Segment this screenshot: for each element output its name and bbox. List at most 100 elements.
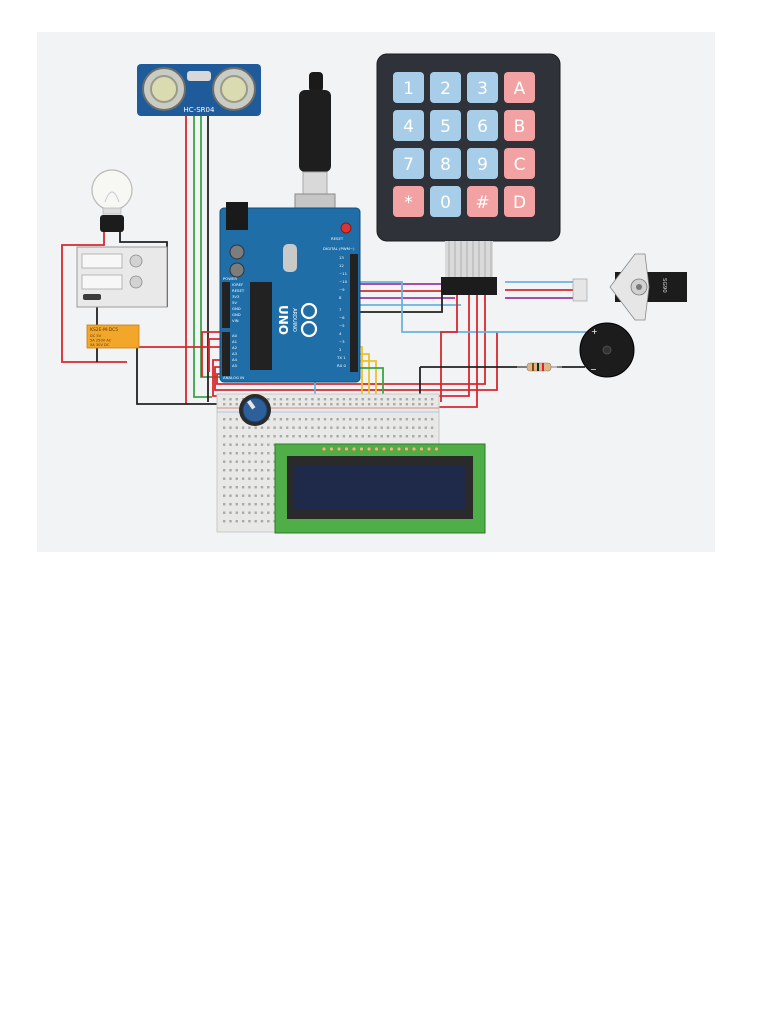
wire-keypad-r2	[427, 294, 478, 408]
keypad-key-0[interactable]: 1	[393, 72, 424, 103]
keypad-key-10[interactable]: 9	[467, 148, 498, 179]
wire-a0	[201, 331, 220, 377]
pin-label-d13: 13	[339, 255, 344, 260]
digital-header	[350, 254, 358, 372]
pin-label-ioref: IOREF	[232, 282, 243, 287]
lcd-pins	[321, 446, 439, 452]
lcd-display	[274, 443, 486, 534]
keypad-key-7[interactable]: B	[504, 110, 535, 141]
keypad-key-label: 6	[477, 117, 488, 137]
keypad-key-label: 3	[477, 79, 488, 99]
pin-label-d3: ~3	[339, 339, 345, 344]
keypad-key-label: 2	[440, 79, 451, 99]
reset-label: RESET	[331, 236, 344, 241]
keypad-key-6[interactable]: 6	[467, 110, 498, 141]
wire-d9-keypad	[359, 282, 443, 313]
resistor	[517, 362, 562, 372]
keypad-key-label: 4	[403, 117, 414, 137]
keypad-key-label: #	[475, 193, 489, 213]
servo-motor: SG90	[572, 253, 687, 321]
wire-resistor	[419, 366, 585, 407]
power-label: POWER	[223, 276, 237, 281]
keypad-key-11[interactable]: C	[504, 148, 535, 179]
wire-a1	[208, 338, 220, 372]
pin-label-3v3: 3V3	[232, 294, 240, 299]
keypad-key-4[interactable]: 4	[393, 110, 424, 141]
buzzer-plus-label: +	[591, 327, 598, 336]
pin-label-d8: 8	[339, 295, 342, 300]
digital-label: DIGITAL (PWM~)	[323, 246, 355, 251]
arduino-uno: IOREF RESET 3V3 5V GND GND VIN A0 A1 A2 …	[219, 202, 361, 383]
pin-label-d2: 2	[339, 347, 342, 352]
pin-label-gnd-1: GND	[232, 306, 241, 311]
keypad-key-13[interactable]: 0	[430, 186, 461, 217]
wire-bulb-relay	[61, 232, 127, 363]
pin-label-a0: A0	[232, 333, 238, 338]
wire-a5-power	[214, 332, 498, 391]
wire-red-servo	[216, 294, 486, 385]
analog-header	[222, 332, 230, 376]
wire-red-keypad	[212, 294, 470, 397]
keypad-key-15[interactable]: D	[504, 186, 535, 217]
pin-label-a5: A5	[232, 363, 238, 368]
circuit-canvas: HC-SR04 KS2E-M-DC5 DC 5V 5A 250V AC 5A 3…	[37, 32, 715, 552]
circuit-diagram: HC-SR04 KS2E-M-DC5 DC 5V 5A 250V AC 5A 3…	[61, 53, 687, 534]
pin-label-gnd-2: GND	[232, 312, 241, 317]
pin-label-5v: 5V	[232, 300, 237, 305]
keypad-key-14[interactable]: #	[467, 186, 498, 217]
keypad-key-1[interactable]: 2	[430, 72, 461, 103]
keypad-key-5[interactable]: 5	[430, 110, 461, 141]
ultrasonic-sensor: HC-SR04	[137, 64, 261, 116]
buzzer-minus-label: −	[590, 365, 597, 374]
pin-label-a3: A3	[232, 351, 238, 356]
pin-label-d5: ~5	[339, 323, 345, 328]
servo-horn	[609, 253, 650, 321]
buzzer: + −	[579, 322, 635, 378]
lcd-screen	[294, 465, 466, 509]
keypad-key-label: 7	[403, 155, 414, 175]
keypad-key-8[interactable]: 7	[393, 148, 424, 179]
keypad-key-label: *	[404, 193, 413, 213]
pin-label-a1: A1	[232, 339, 238, 344]
wires	[61, 116, 597, 524]
keypad-key-label: 8	[440, 155, 451, 175]
keypad-key-label: B	[514, 117, 526, 137]
pin-label-vin: VIN	[232, 318, 239, 323]
keypad-key-label: D	[513, 193, 526, 213]
pin-label-d12: 12	[339, 263, 344, 268]
keypad-key-3[interactable]: A	[504, 72, 535, 103]
wire-buzzer	[359, 281, 597, 333]
sensor-model-label: HC-SR04	[184, 106, 215, 114]
keypad-ribbon	[441, 241, 497, 295]
pin-label-a4: A4	[232, 357, 238, 362]
keypad-key-label: 9	[477, 155, 488, 175]
pin-label-d7: 7	[339, 307, 342, 312]
keypad-key-12[interactable]: *	[393, 186, 424, 217]
keypad-key-label: 0	[440, 193, 451, 213]
arduino-logo: ARDUINO UNO	[276, 302, 318, 338]
power-header	[222, 282, 230, 328]
pin-label-rx: RX 0	[337, 363, 346, 368]
pin-label-reset: RESET	[232, 288, 245, 293]
pin-label-d9: ~9	[339, 287, 345, 292]
relay-model-label: KS2E-M-DC5	[90, 327, 118, 333]
pin-label-tx: TX 1	[336, 355, 346, 360]
atmega-chip	[250, 282, 272, 370]
keypad-key-2[interactable]: 3	[467, 72, 498, 103]
arduino-model-label: UNO	[276, 305, 290, 335]
wire-relay-gnd	[136, 337, 237, 405]
pin-label-d11: ~11	[339, 271, 348, 276]
keypad-key-9[interactable]: 8	[430, 148, 461, 179]
keypad-key-label: 1	[403, 79, 414, 99]
reset-button[interactable]	[340, 222, 352, 234]
pin-label-d10: ~10	[339, 279, 348, 284]
pin-label-d4: 4	[339, 331, 342, 336]
keypad-key-label: C	[514, 155, 526, 175]
pin-label-d6: ~6	[339, 315, 345, 320]
wire-sensor-echo	[200, 116, 222, 378]
servo-model-label: SG90	[661, 278, 667, 293]
relay-line-1: DC 5V	[90, 334, 102, 338]
relay-line-3: 5A 30V DC	[90, 343, 110, 347]
